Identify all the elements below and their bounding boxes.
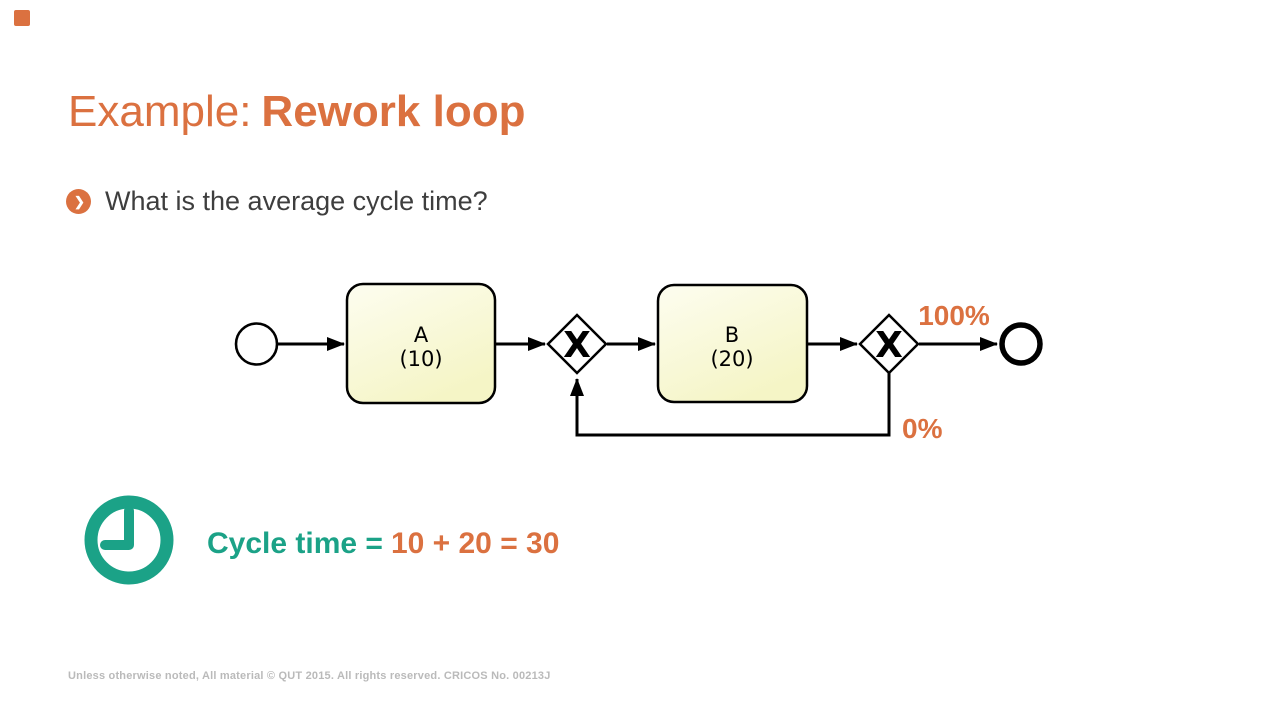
cycle-time-summary: Cycle time =10 + 20 = 30 <box>207 527 559 561</box>
task-a-label: A <box>414 323 429 347</box>
xor-gateway-2-x: X <box>875 325 903 366</box>
branch-label-0: 0% <box>902 413 943 444</box>
start-event <box>234 322 279 366</box>
title-prefix: Example: <box>68 87 252 136</box>
chevron-right-circle-icon: ❯ <box>66 189 91 214</box>
clock-icon <box>84 495 174 585</box>
xor-gateway-2 <box>858 313 920 375</box>
xor-gateway-1-x: X <box>563 325 591 366</box>
task-b-box <box>656 283 809 404</box>
bullet-text: What is the average cycle time? <box>105 186 488 216</box>
flow-rework-loop <box>570 373 891 437</box>
corner-accent-square <box>14 10 30 26</box>
cycle-time-label: Cycle time = <box>207 527 383 560</box>
task-b-label: B <box>725 323 739 347</box>
chevron-glyph: ❯ <box>74 194 85 209</box>
task-a-box <box>345 282 497 405</box>
end-event <box>999 322 1043 366</box>
clock-hands <box>100 506 134 550</box>
copyright-footer: Unless otherwise noted, All material © Q… <box>68 670 551 682</box>
bullet-item: ❯ What is the average cycle time? <box>66 186 488 217</box>
title-emphasis: Rework loop <box>261 87 526 136</box>
task-a-duration: (10) <box>399 347 442 371</box>
clock-ring <box>84 495 174 585</box>
task-b-duration: (20) <box>710 347 753 371</box>
branch-label-100: 100% <box>918 300 990 331</box>
page-title: Example:Rework loop <box>68 87 526 136</box>
cycle-time-value: 10 + 20 = 30 <box>390 527 560 560</box>
xor-gateway-1 <box>546 313 608 375</box>
